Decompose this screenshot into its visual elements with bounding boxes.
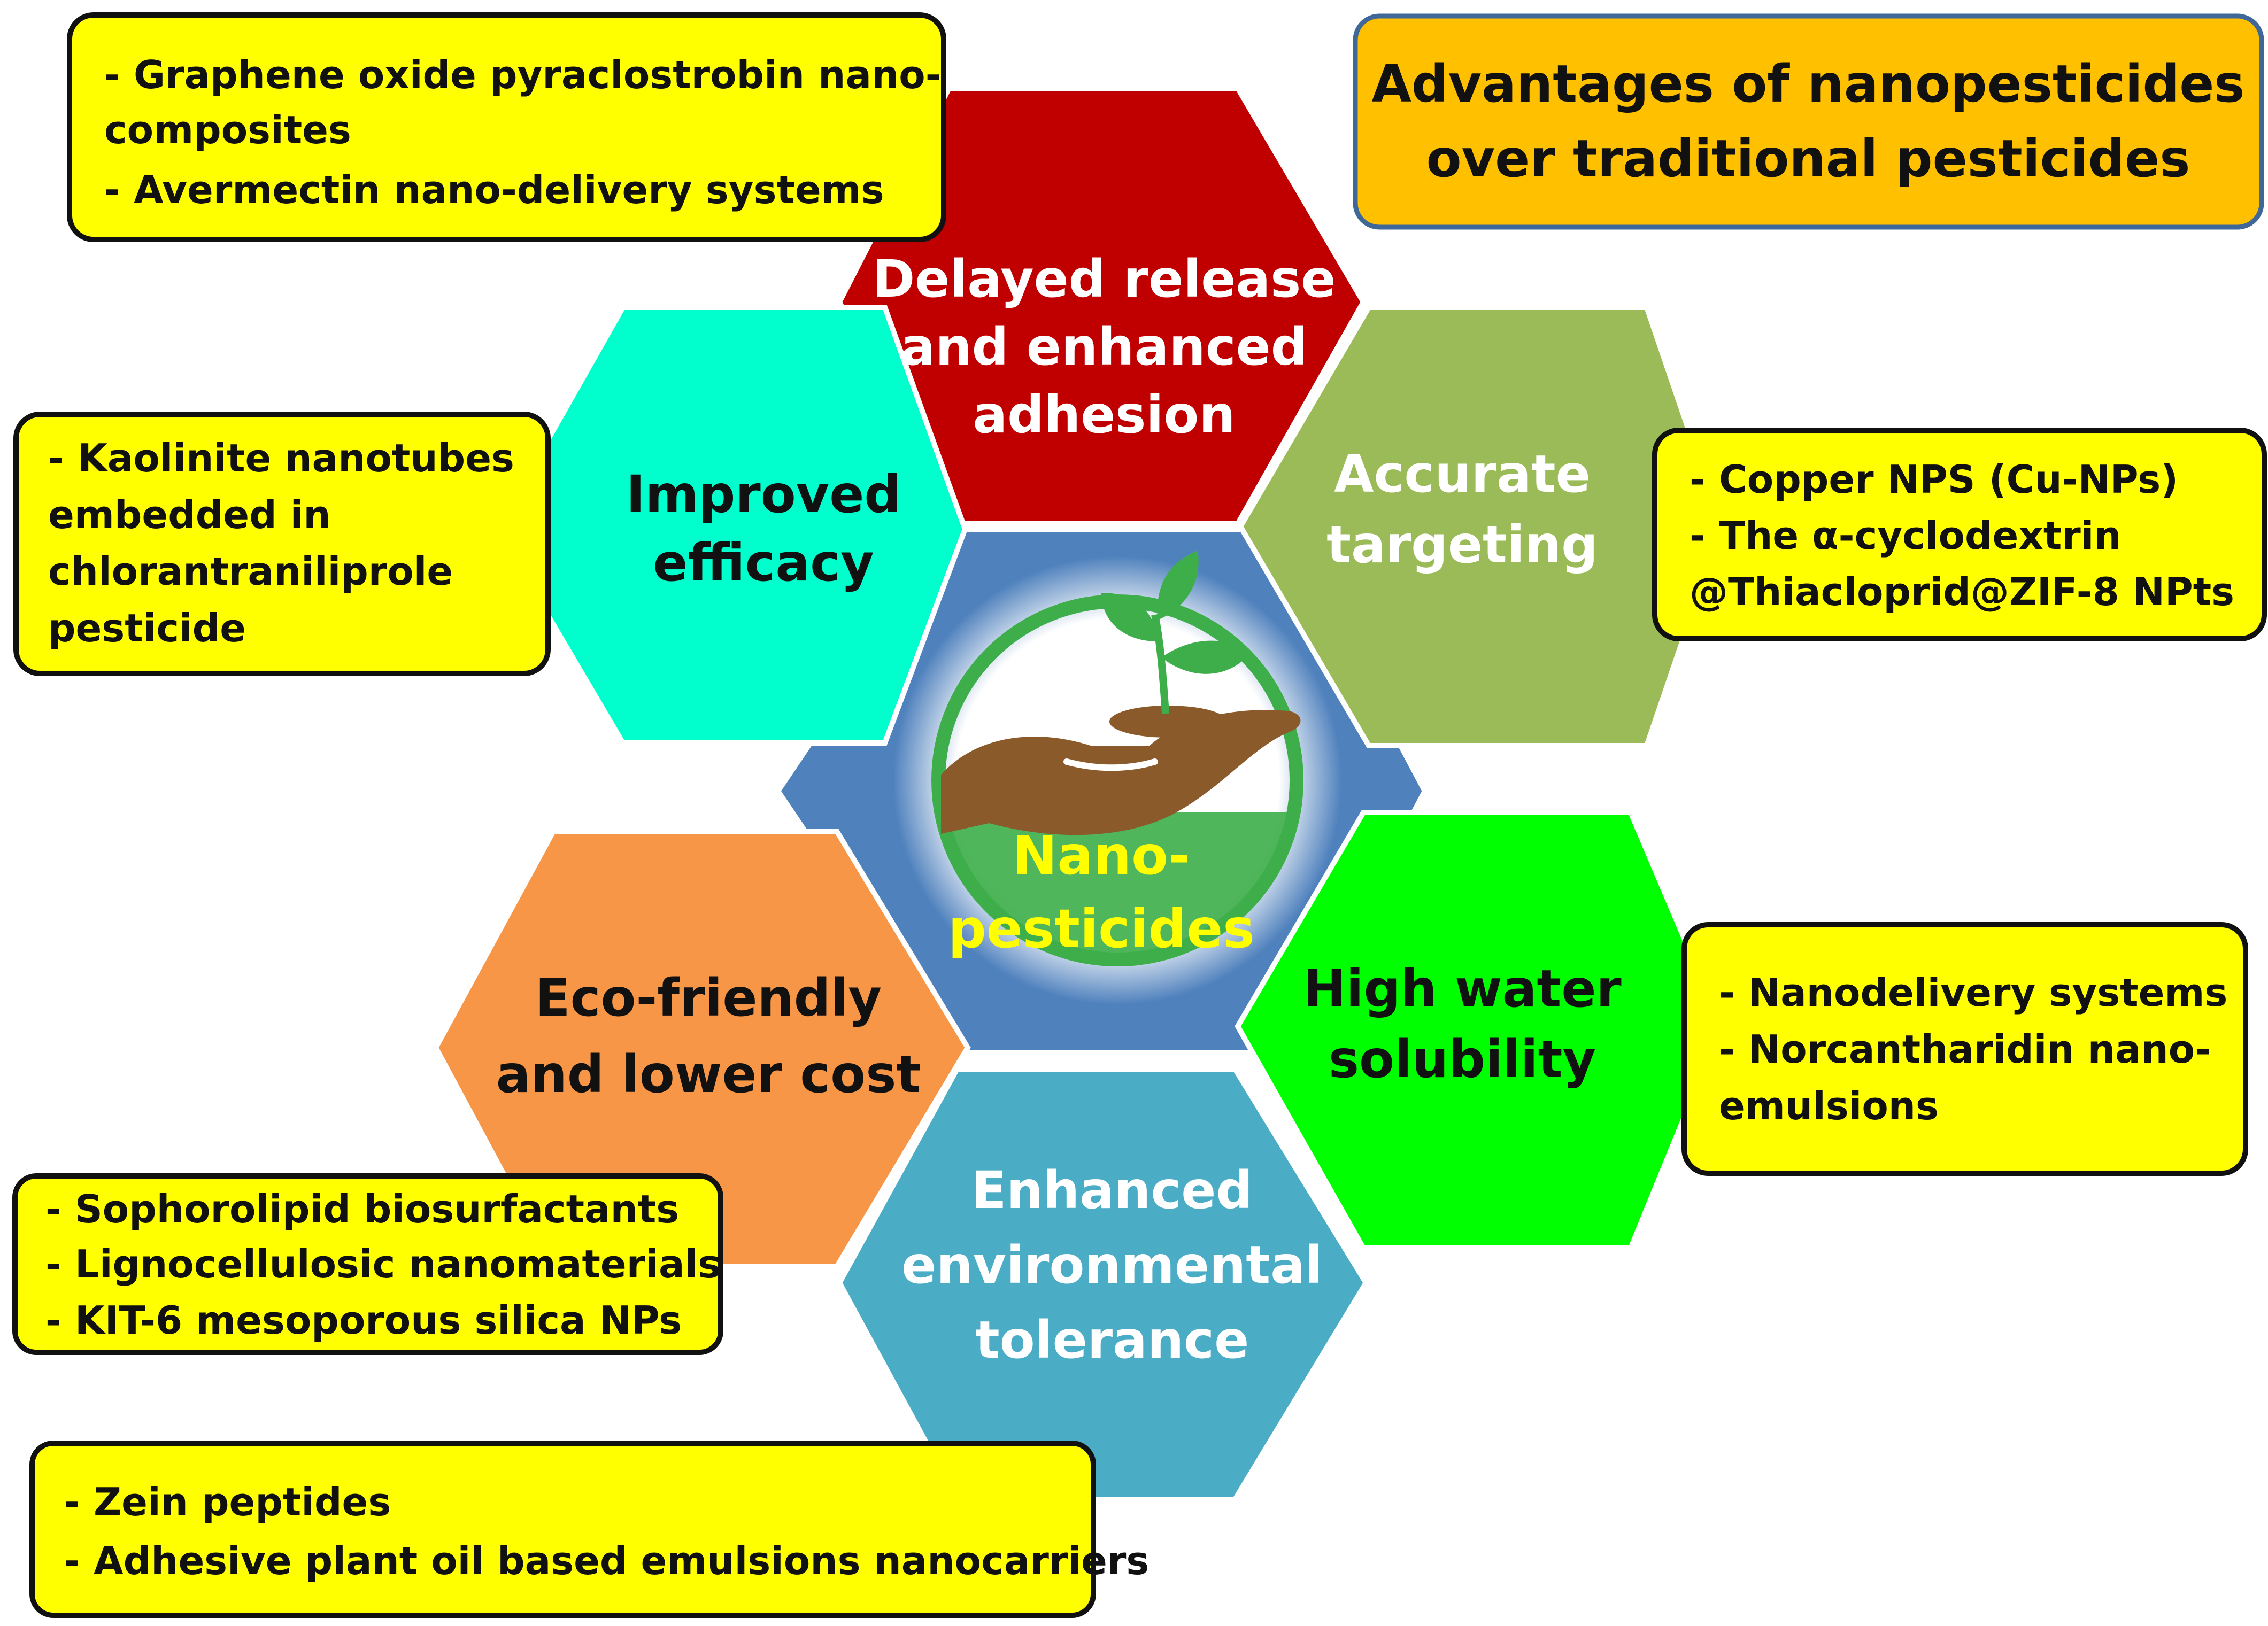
label-line: efficacy xyxy=(653,533,874,593)
hand-holding-plant-icon xyxy=(893,551,1342,1005)
callout-line: - Lignocellulosic nanomaterials xyxy=(45,1242,721,1287)
label-line: Accurate xyxy=(1334,444,1591,504)
label-line: Delayed release xyxy=(873,249,1336,309)
callout-line: - Norcantharidin nano- xyxy=(1719,1027,2211,1072)
label-line: High water xyxy=(1303,959,1622,1019)
label-line: tolerance xyxy=(975,1310,1249,1370)
title-line1: Advantages of nanopesticides xyxy=(1372,54,2245,114)
callout-box-accurate-targeting: - Copper NPS (Cu-NPs) - The α-cyclodextr… xyxy=(1652,428,2267,641)
callout-line: chlorantraniliprole xyxy=(48,549,453,594)
callout-line: - Avermectin nano-delivery systems xyxy=(104,167,884,212)
label-line: Improved xyxy=(626,464,901,524)
callout-line: @Thiacloprid@ZIF-8 NPts xyxy=(1690,569,2234,614)
label-environmental-tolerance: Enhanced environmental tolerance xyxy=(901,1160,1323,1370)
label-line: Enhanced xyxy=(971,1160,1253,1220)
callout-line: - Nanodelivery systems xyxy=(1719,970,2227,1015)
center-label-line1: Nano- xyxy=(1013,824,1191,887)
label-line: targeting xyxy=(1326,515,1598,575)
callout-box-eco-friendly: - Sophorolipid biosurfactants - Lignocel… xyxy=(12,1173,723,1355)
label-line: adhesion xyxy=(973,385,1235,445)
label-line: and enhanced xyxy=(901,317,1308,377)
hexagon-improved-efficacy xyxy=(494,305,968,746)
title-line2: over traditional pesticides xyxy=(1426,129,2190,189)
label-line: environmental xyxy=(901,1235,1323,1295)
callout-box-high-water-solubility: - Nanodelivery systems - Norcantharidin … xyxy=(1681,922,2248,1176)
label-line: solubility xyxy=(1329,1029,1596,1089)
callout-box-environmental-tolerance: - Zein peptides - Adhesive plant oil bas… xyxy=(29,1441,1149,1618)
center-label-line2: pesticides xyxy=(948,897,1255,960)
callout-line: - Graphene oxide pyraclostrobin nano- xyxy=(104,52,942,97)
callout-line: - KIT-6 mesoporous silica NPs xyxy=(45,1298,682,1343)
label-improved-efficacy: Improved efficacy xyxy=(626,464,901,593)
callout-line: composites xyxy=(104,107,351,152)
callout-line: - Kaolinite nanotubes xyxy=(48,436,514,481)
callout-line: embedded in xyxy=(48,492,331,537)
callout-box-improved-efficacy: - Kaolinite nanotubes embedded in chlora… xyxy=(13,412,551,676)
callout-line: - The α-cyclodextrin xyxy=(1690,513,2122,558)
callout-line: - Zein peptides xyxy=(64,1480,391,1524)
callout-line: - Copper NPS (Cu-NPs) xyxy=(1690,457,2178,502)
callout-line: emulsions xyxy=(1719,1083,1939,1128)
callout-box-delayed-release: - Graphene oxide pyraclostrobin nano- co… xyxy=(67,12,946,242)
label-high-water-solubility: High water solubility xyxy=(1303,959,1622,1089)
callout-line: pesticide xyxy=(48,606,246,651)
label-delayed-release: Delayed release and enhanced adhesion xyxy=(873,249,1336,445)
title-box: Advantages of nanopesticides over tradit… xyxy=(1353,13,2264,230)
callout-line: - Adhesive plant oil based emulsions nan… xyxy=(64,1538,1149,1583)
label-accurate-targeting: Accurate targeting xyxy=(1326,444,1598,575)
label-eco-friendly: Eco-friendly and lower cost xyxy=(496,968,921,1104)
callout-line: - Sophorolipid biosurfactants xyxy=(45,1187,679,1232)
label-line: Eco-friendly xyxy=(535,968,882,1028)
label-line: and lower cost xyxy=(496,1044,921,1104)
